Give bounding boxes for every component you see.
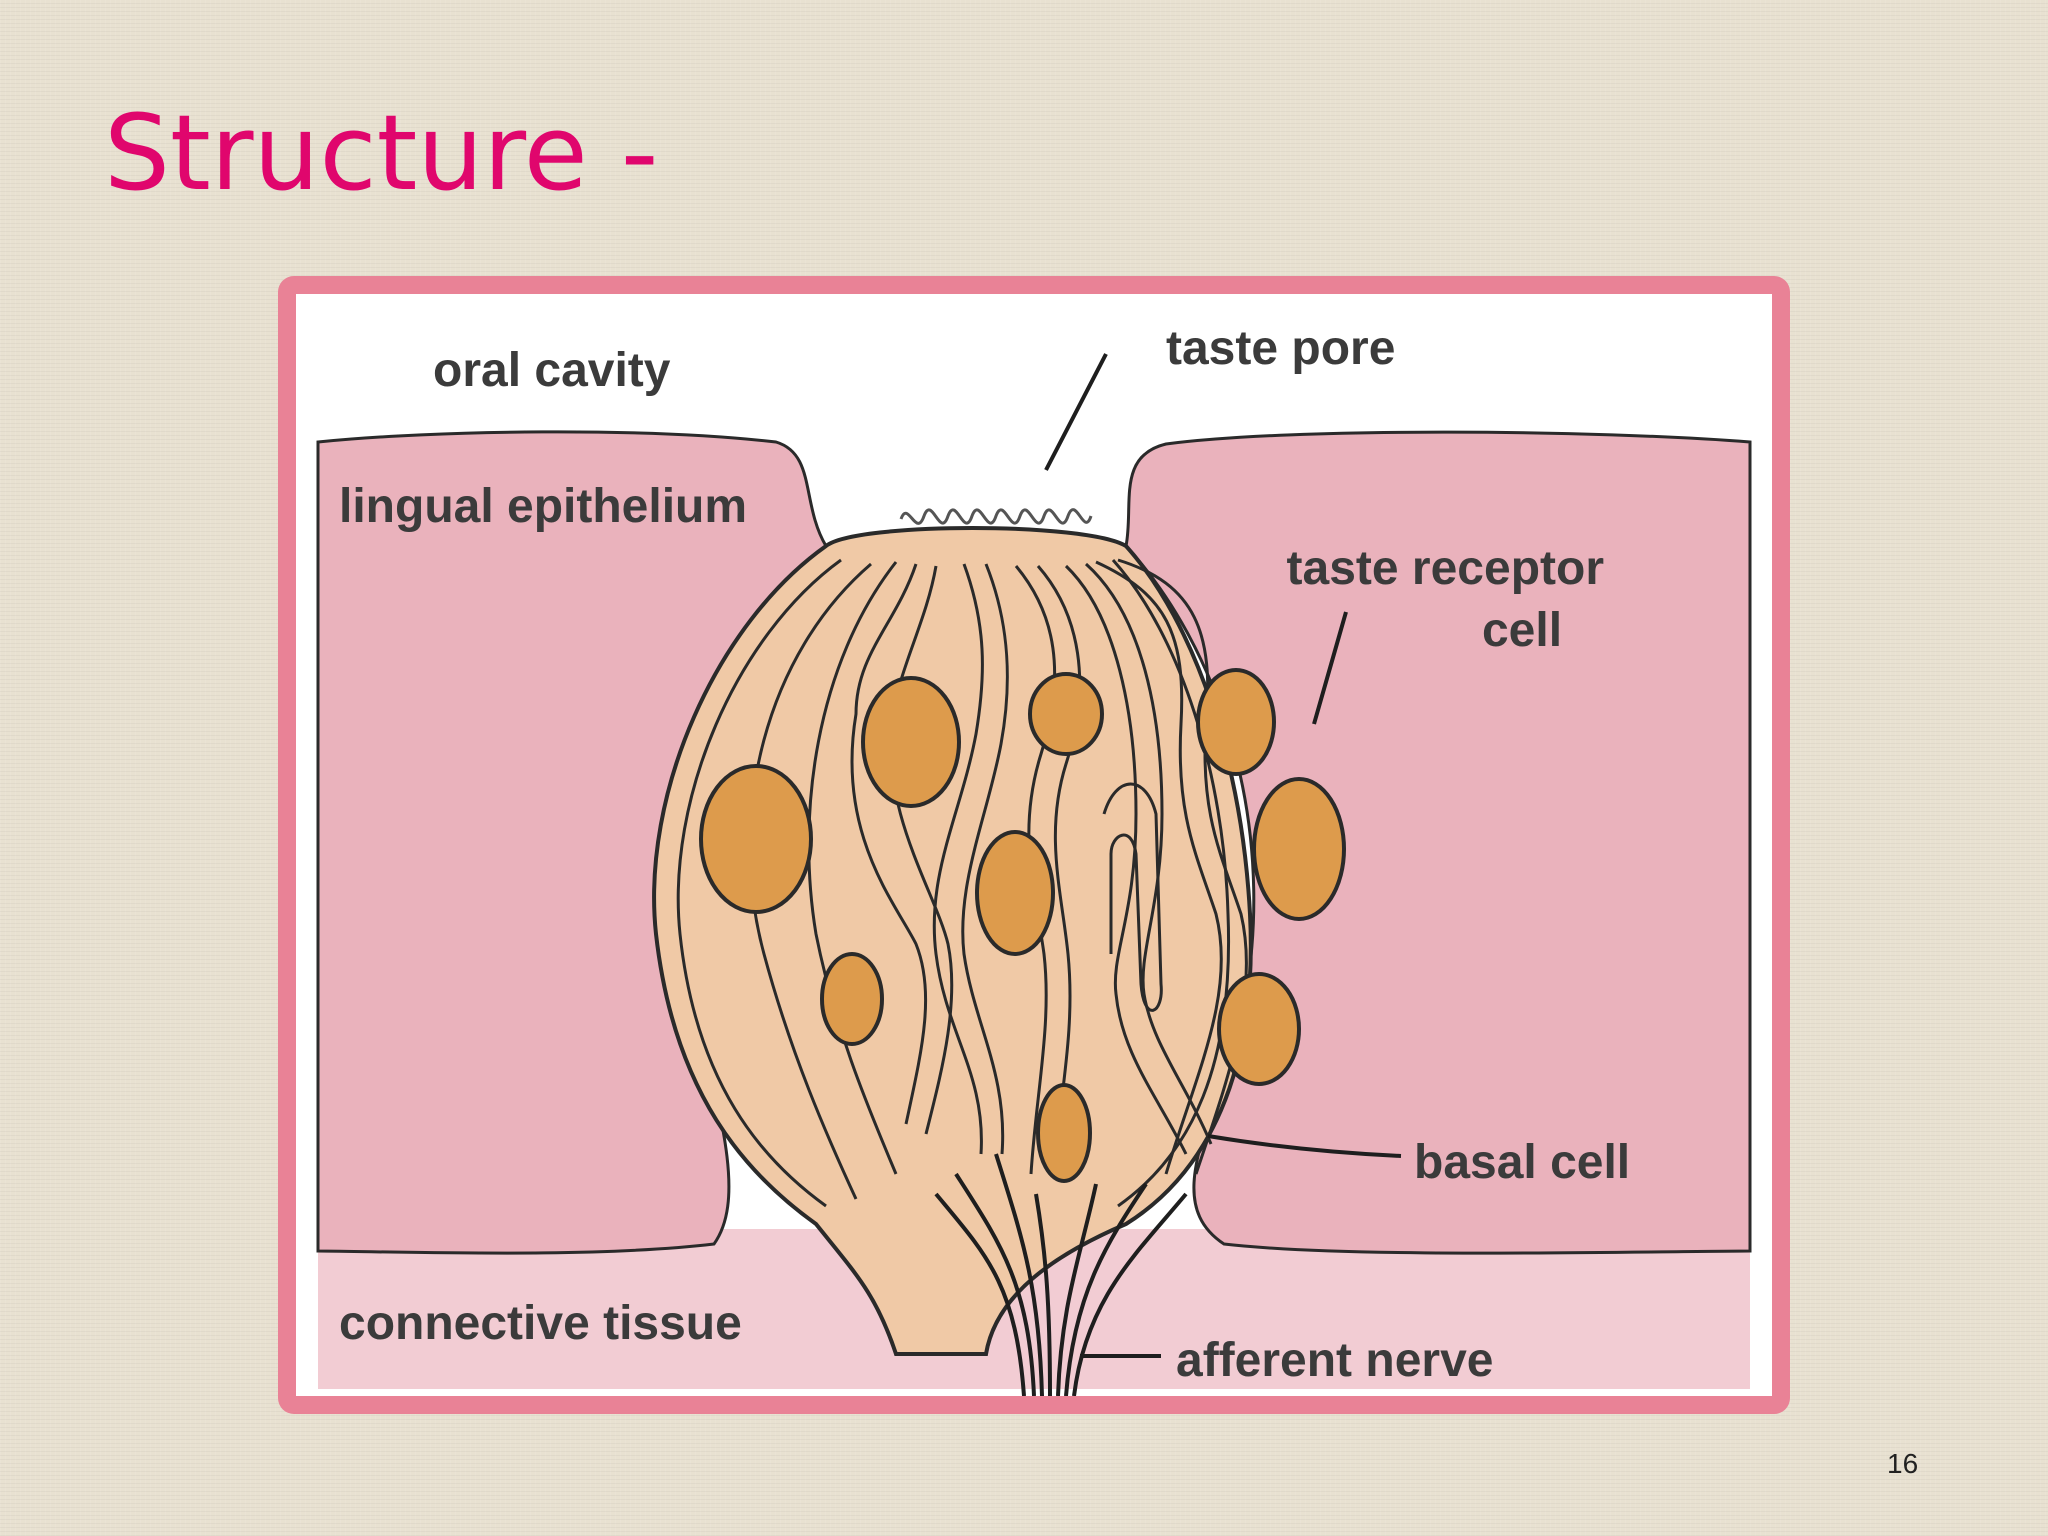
nucleus (1217, 972, 1301, 1086)
taste-pore-pointer (1044, 353, 1108, 471)
taste-bud-diagram-frame: oral cavity taste pore lingual epitheliu… (278, 276, 1790, 1414)
taste-cell-outlines (748, 558, 1248, 1200)
taste-bud-diagram: oral cavity taste pore lingual epitheliu… (316, 322, 1752, 1396)
label-taste-receptor-line2: cell (1482, 604, 1562, 657)
afferent-nerve-fibres (934, 1153, 1188, 1396)
nucleus (975, 830, 1055, 956)
slide-title: Structure - (104, 92, 659, 214)
nucleus (1252, 777, 1346, 921)
taste-bud-body (652, 526, 1253, 1356)
nucleus (861, 676, 961, 808)
label-basal-cell: basal cell (1414, 1136, 1630, 1189)
label-lingual-epithelium: lingual epithelium (339, 480, 747, 533)
slide-number: 16 (1887, 1448, 1919, 1479)
taste-pore-microvilli (899, 508, 1093, 525)
label-taste-pore: taste pore (1166, 322, 1395, 375)
label-oral-cavity: oral cavity (433, 344, 671, 397)
nucleus (1196, 668, 1276, 776)
label-taste-receptor-line1: taste receptor (1287, 542, 1604, 595)
basal-cell-pointer (1207, 1134, 1402, 1158)
nucleus (820, 952, 884, 1046)
label-connective-tissue: connective tissue (339, 1297, 742, 1350)
nucleus (699, 764, 813, 914)
nucleus (1036, 1083, 1092, 1183)
nucleus (1028, 672, 1104, 756)
label-afferent-nerve: afferent nerve (1176, 1334, 1493, 1387)
taste-receptor-pointer (1312, 611, 1348, 725)
